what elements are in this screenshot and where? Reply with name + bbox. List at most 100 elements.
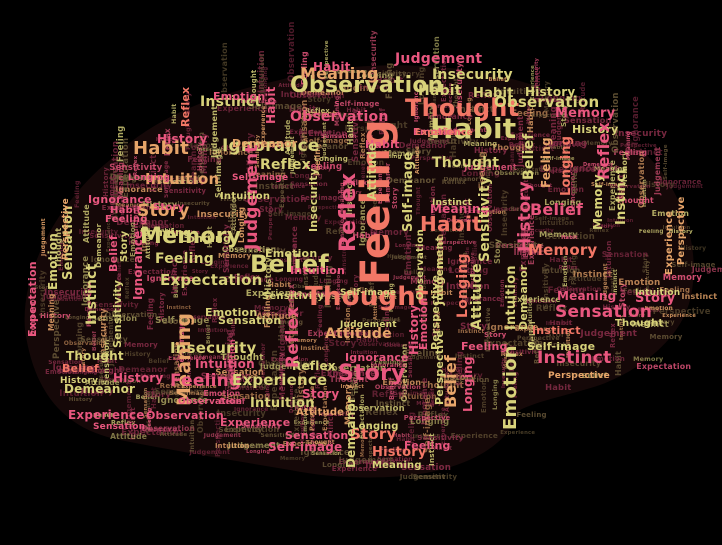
cloud-word: Reflex	[336, 172, 361, 252]
filler-word: Demeanor	[93, 223, 103, 268]
filler-word: Insecurity	[177, 200, 210, 207]
filler-word: Insecurity	[318, 411, 355, 419]
cloud-word: Belief	[250, 250, 329, 278]
filler-word: Memory	[370, 147, 401, 156]
cloud-word: Habit	[110, 205, 142, 216]
filler-word: Emotion	[382, 377, 422, 388]
filler-word: Instinct	[255, 181, 294, 192]
filler-word: Ignorance	[272, 184, 306, 191]
filler-word: Self-image	[267, 210, 312, 219]
filler-word: Thought	[306, 109, 341, 118]
filler-word: History	[668, 228, 693, 235]
filler-word: Self-image	[248, 101, 303, 112]
filler-word: Meaning	[128, 240, 159, 248]
filler-word: Emotion	[526, 297, 557, 305]
filler-word: Observation	[63, 339, 108, 347]
filler-word: Longing	[394, 242, 420, 249]
filler-word: Instinct	[277, 258, 304, 265]
cloud-word: Judgement	[395, 51, 483, 67]
filler-word: Demeanor	[84, 306, 117, 313]
filler-word: Habit	[547, 145, 566, 152]
cloud-word: Insecurity	[170, 339, 257, 357]
filler-word: History	[680, 245, 707, 253]
filler-word: Memory	[290, 337, 318, 344]
filler-word: Instinct	[572, 270, 613, 281]
cloud-word: Sensation	[285, 429, 349, 442]
cloud-word: Thought	[615, 318, 664, 329]
filler-word: Memory	[444, 370, 483, 381]
filler-word: Instinct	[624, 148, 663, 158]
cloud-word: History	[525, 85, 576, 99]
filler-word: Memory	[426, 103, 456, 111]
filler-word: Self-image	[334, 99, 380, 109]
filler-word: Reflex	[365, 407, 399, 418]
filler-word: Judgement	[209, 105, 220, 158]
filler-word: Perspective	[410, 155, 453, 163]
filler-word: Memory	[124, 340, 158, 350]
filler-word: Demeanor	[116, 217, 169, 228]
filler-word: Instinct	[300, 344, 329, 352]
filler-word: Sensation	[310, 288, 355, 298]
filler-word: Judgement	[42, 291, 91, 301]
filler-word: Intuition	[541, 266, 581, 276]
filler-word: Sensitivity	[149, 175, 207, 186]
filler-word: Sensitivity	[89, 232, 133, 241]
cloud-word: Intuition	[635, 288, 681, 298]
filler-word: Self-image	[378, 305, 412, 312]
filler-word: Insecurity	[614, 129, 668, 140]
filler-word: Feeling	[613, 148, 648, 158]
filler-word: Meaning	[480, 92, 507, 99]
cloud-word: Reflex	[292, 359, 336, 373]
filler-word: Emotion	[644, 305, 673, 312]
filler-word: Emotion	[241, 444, 270, 451]
filler-word: Observation	[566, 371, 606, 378]
filler-word: Longing	[491, 379, 500, 411]
filler-word: Demeanor	[300, 88, 346, 98]
cloud-word: Self-image	[401, 151, 416, 232]
filler-word: Judgement	[435, 129, 472, 136]
cloud-word: Perspective	[429, 274, 442, 350]
cloud-word: Belief	[107, 235, 120, 272]
filler-word: Feeling	[304, 161, 343, 172]
cloud-word: Observation	[494, 93, 600, 111]
filler-word: Sensation	[563, 115, 612, 126]
cloud-word: Intuition	[145, 170, 220, 188]
cloud-word: Story	[153, 202, 185, 213]
cloud-word: Intuition	[195, 357, 255, 371]
filler-word: Expectation	[240, 99, 277, 106]
cloud-word: Thought	[66, 349, 124, 363]
filler-word: Instinct	[545, 321, 572, 328]
filler-word: Longing	[319, 277, 349, 285]
filler-word: Sensation	[430, 227, 463, 234]
cloud-word: Intuition	[290, 264, 346, 277]
filler-word: Sensation	[157, 176, 199, 186]
cloud-word: Longing	[128, 173, 171, 183]
filler-word: Sensation	[91, 314, 138, 324]
filler-word: Attitude	[256, 310, 297, 321]
cloud-word: Longing	[455, 253, 471, 318]
cloud-word: Attitude	[325, 326, 392, 342]
filler-word: Meaning	[140, 373, 171, 381]
cloud-word: Instinct	[84, 263, 100, 325]
cloud-word: Story	[119, 230, 130, 262]
filler-word: Memory	[662, 271, 703, 282]
filler-word: Sensitivity	[236, 246, 286, 256]
filler-word: Habit	[433, 445, 453, 452]
filler-word: Sensitivity	[218, 425, 263, 434]
filler-word: Story	[596, 223, 614, 230]
filler-word: Experience	[168, 356, 206, 363]
filler-word: Attitude	[159, 431, 188, 438]
filler-word: Insecurity	[196, 147, 227, 154]
filler-word: Reflex	[349, 286, 373, 294]
filler-word: Judgement	[464, 162, 518, 173]
filler-word: Attitude	[278, 82, 304, 89]
filler-word: Intuition	[662, 225, 691, 232]
filler-word: Instinct	[371, 295, 398, 302]
filler-word: Story	[642, 287, 669, 298]
filler-word: Longing	[540, 94, 582, 105]
cloud-word: Self-image	[268, 440, 343, 454]
cloud-word: Observation	[415, 229, 426, 300]
filler-word: History	[320, 292, 358, 303]
filler-word: Longing	[461, 167, 501, 178]
